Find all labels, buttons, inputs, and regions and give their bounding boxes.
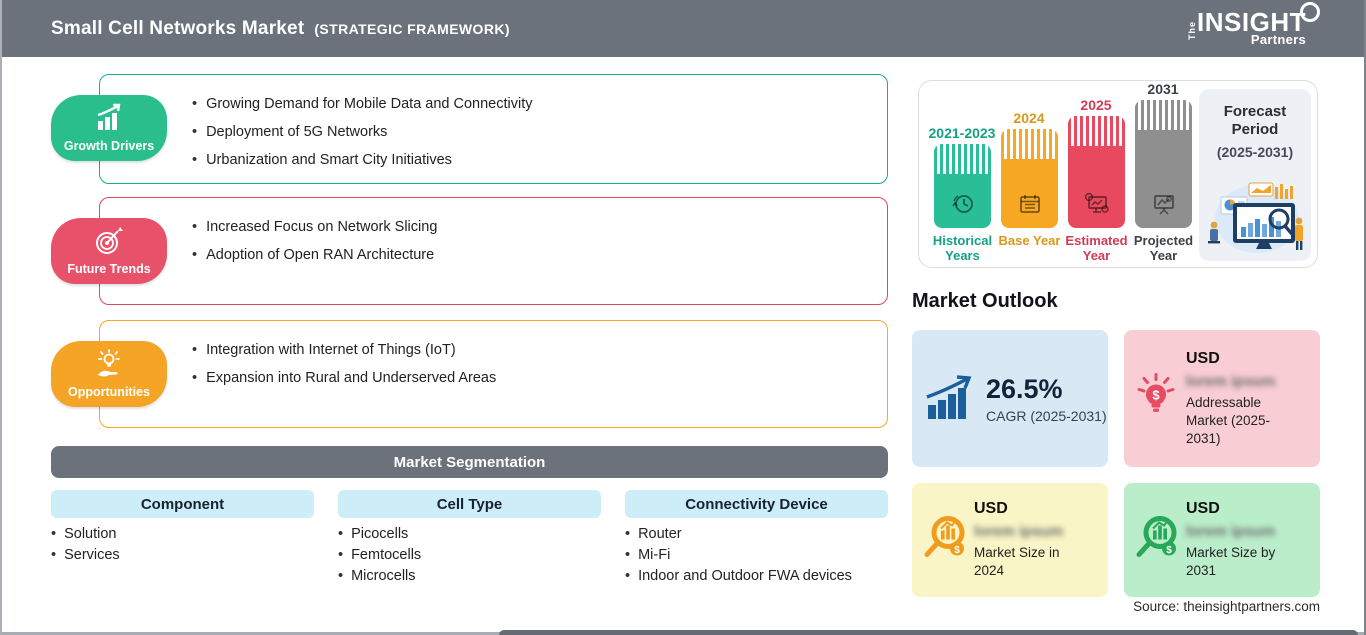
list-item: Increased Focus on Network Slicing (192, 213, 887, 241)
list-item: Services (51, 545, 314, 566)
timeline-panel: 2021-2023 2024 2025 2031 (918, 80, 1318, 268)
bar-label: Historical Years (932, 233, 993, 263)
currency-label: USD (974, 500, 1008, 517)
forecast-period-panel: Forecast Period (2025-2031) (1199, 89, 1311, 261)
forecast-title: Forecast Period (1223, 103, 1287, 138)
calendar-icon (1019, 195, 1040, 213)
badge-label: Growth Drivers (63, 139, 155, 153)
svg-text:$: $ (1166, 545, 1172, 556)
bulb-dollar-icon: $ (1137, 372, 1175, 412)
list-item: Microcells (338, 566, 601, 587)
insight-partners-logo: The INSIGHT Partners (1187, 2, 1320, 47)
bar-label: Projected Year (1133, 233, 1194, 263)
badge-label: Future Trends (67, 262, 151, 276)
currency-label: USD (1186, 500, 1220, 517)
market-segmentation-header: Market Segmentation (51, 446, 888, 478)
opportunities-list: Integration with Internet of Things (IoT… (100, 321, 887, 392)
idea-hand-icon (98, 349, 120, 377)
list-item: Femtocells (338, 545, 601, 566)
list-item: Picocells (338, 524, 601, 545)
cagr-value: 26.5% (986, 373, 1063, 404)
logo-partners: Partners (1250, 32, 1306, 47)
growth-drivers-list: Growing Demand for Mobile Data and Conne… (100, 75, 887, 174)
addressable-market-card: $ USD lorem ipsum Addressable Market (20… (1124, 330, 1320, 467)
bar-stripes (934, 144, 991, 174)
list-item: Adoption of Open RAN Architecture (192, 241, 887, 269)
bar-stripes (1001, 129, 1058, 159)
segment-header-connectivity-device: Connectivity Device (625, 490, 888, 518)
opportunities-box: Integration with Internet of Things (IoT… (99, 320, 888, 428)
bar-stripes (1135, 100, 1192, 130)
logo-the: The (1187, 20, 1198, 40)
growth-chart-icon (97, 103, 121, 130)
card-label: Market Size in 2024 (974, 545, 1060, 578)
magnifier-chart-icon: $ (1136, 516, 1177, 557)
column-header-label: Cell Type (436, 495, 503, 513)
market-size-2031-card: $ USD lorem ipsum Market Size by 2031 (1124, 483, 1320, 597)
redacted-value: lorem ipsum (974, 523, 1064, 540)
future-trends-list: Increased Focus on Network Slicing Adopt… (100, 198, 887, 269)
bottom-accent-strip (499, 630, 1358, 635)
growth-bars-arrow-icon (926, 374, 972, 419)
target-icon (96, 227, 123, 254)
redacted-value: lorem ipsum (1186, 523, 1276, 540)
card-label: Addressable Market (2025-2031) (1186, 394, 1271, 446)
clock-icon (951, 195, 973, 213)
card-label: Market Size by 2031 (1186, 545, 1276, 578)
projected-year-bar (1135, 100, 1192, 228)
magnifier-chart-icon: $ (924, 516, 965, 557)
header-bar: Small Cell Networks Market (STRATEGIC FR… (2, 0, 1364, 57)
segmentation-title: Market Segmentation (393, 453, 546, 471)
source-attribution: Source: theinsightpartners.com (1133, 599, 1320, 614)
list-item: Deployment of 5G Networks (192, 118, 887, 146)
year-label: 2031 (1147, 81, 1179, 97)
analytics-illustration (1208, 182, 1303, 253)
list-item: Expansion into Rural and Underserved Are… (192, 364, 887, 392)
svg-text:$: $ (1152, 387, 1160, 402)
growth-drivers-badge: Growth Drivers (51, 95, 167, 161)
list-item: Router (625, 524, 888, 545)
segment-header-cell-type: Cell Type (338, 490, 601, 518)
opportunities-badge: Opportunities (51, 341, 167, 407)
logo-insight: INSIGHT (1197, 7, 1306, 37)
badge-label: Opportunities (68, 385, 150, 399)
year-label: 2021-2023 (928, 125, 996, 141)
bar-stripes (1068, 116, 1125, 146)
redacted-value: lorem ipsum (1186, 372, 1276, 390)
base-year-bar (1001, 129, 1058, 228)
market-size-2024-card: $ USD lorem ipsum Market Size in 2024 (912, 483, 1108, 597)
magnifier-icon (1300, 2, 1320, 22)
year-label: 2025 (1080, 97, 1112, 113)
forecast-range: (2025-2031) (1216, 144, 1294, 160)
monitor-gear-icon (1084, 192, 1109, 213)
cagr-card: 26.5% CAGR (2025-2031) (912, 330, 1108, 467)
connectivity-device-list: Router Mi-Fi Indoor and Outdoor FWA devi… (625, 524, 888, 587)
historical-years-bar (934, 144, 991, 228)
growth-drivers-box: Growing Demand for Mobile Data and Conne… (99, 74, 888, 184)
bar-label: Estimated Year (1065, 233, 1128, 263)
estimated-year-bar (1068, 116, 1125, 228)
cagr-label: CAGR (2025-2031) (986, 407, 1107, 424)
presentation-chart-icon (1153, 195, 1174, 215)
list-item: Growing Demand for Mobile Data and Conne… (192, 90, 887, 118)
list-item: Integration with Internet of Things (IoT… (192, 336, 887, 364)
svg-text:$: $ (954, 545, 960, 556)
bar-label: Base Year (998, 233, 1061, 248)
future-trends-badge: Future Trends (51, 218, 167, 284)
year-label: 2024 (1013, 110, 1045, 126)
list-item: Indoor and Outdoor FWA devices (625, 566, 888, 587)
market-outlook-title: Market Outlook (912, 290, 1058, 312)
cell-type-list: Picocells Femtocells Microcells (338, 524, 601, 587)
list-item: Mi-Fi (625, 545, 888, 566)
column-header-label: Component (140, 495, 225, 513)
page-title: Small Cell Networks Market (51, 17, 305, 39)
page-subtitle: (STRATEGIC FRAMEWORK) (314, 20, 510, 37)
future-trends-box: Increased Focus on Network Slicing Adopt… (99, 197, 888, 305)
list-item: Solution (51, 524, 314, 545)
segment-header-component: Component (51, 490, 314, 518)
list-item: Urbanization and Smart City Initiatives (192, 146, 887, 174)
component-list: Solution Services (51, 524, 314, 566)
currency-label: USD (1186, 349, 1220, 367)
column-header-label: Connectivity Device (685, 495, 828, 513)
